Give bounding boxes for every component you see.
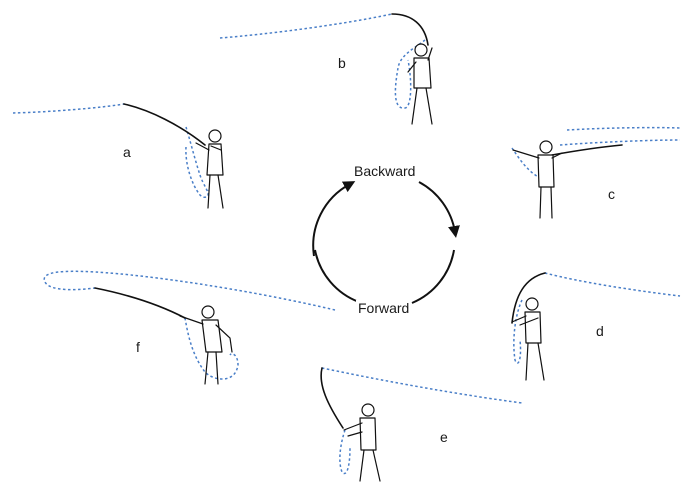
fly-line-b	[219, 13, 426, 109]
rod-a	[123, 103, 206, 146]
caster-figure-b	[219, 13, 433, 125]
rod-f	[94, 287, 186, 319]
fly-line-d	[513, 272, 681, 364]
caster-figure-c	[511, 126, 681, 219]
rod-b	[391, 13, 429, 46]
bottom-right-arc	[411, 249, 455, 304]
cycle-diagram	[312, 181, 460, 304]
caster-figure-e	[320, 367, 523, 482]
bottom-left-arc	[314, 249, 360, 303]
caster-figure-a	[12, 103, 224, 209]
backward-arc-arrow	[418, 181, 460, 238]
caster-figure-d	[511, 272, 681, 381]
caster-figure-f	[43, 270, 336, 385]
stage-label-d: d	[596, 323, 604, 339]
rod-c	[551, 144, 623, 156]
fly-line-f	[43, 270, 336, 380]
backward-label: Backward	[352, 163, 418, 179]
fly-line-c	[511, 126, 681, 181]
stage-label-a: a	[123, 144, 131, 160]
fly-line-e	[321, 367, 523, 475]
rod-d	[511, 272, 546, 324]
stage-label-e: e	[440, 429, 448, 445]
fly-line-a	[12, 103, 210, 199]
forward-arc-arrow	[312, 181, 356, 257]
stage-label-c: c	[608, 186, 615, 202]
stage-label-b: b	[338, 55, 346, 71]
stage-label-f: f	[136, 339, 140, 355]
forward-label: Forward	[356, 300, 412, 316]
rod-e	[320, 367, 344, 429]
